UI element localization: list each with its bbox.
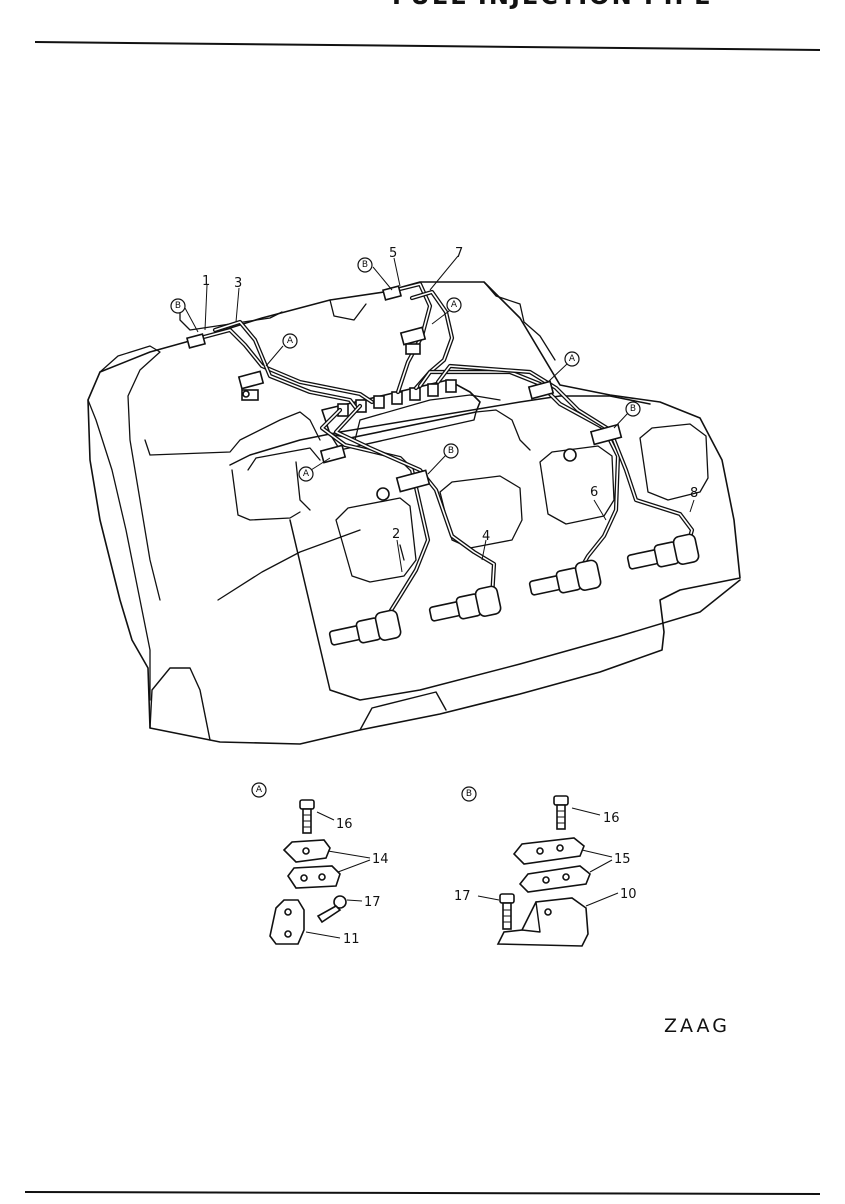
marker-b-2: B xyxy=(362,260,368,270)
callout-11: 11 xyxy=(343,932,360,947)
marker-a-4: A xyxy=(303,469,310,479)
callout-17-b: 17 xyxy=(454,889,471,904)
callout-1: 1 xyxy=(202,274,210,289)
header-rule xyxy=(34,41,821,51)
detail-b-label: B xyxy=(466,789,472,799)
detail-a-label: A xyxy=(256,785,263,795)
marker-b-3: B xyxy=(448,446,454,456)
clamp-markers: B B A A A A B B xyxy=(170,257,641,482)
bolt-17-b xyxy=(499,893,515,930)
figure-code: ZAAG xyxy=(664,1015,730,1037)
callout-16-b: 16 xyxy=(603,811,620,826)
callout-5: 5 xyxy=(389,246,397,261)
bolt-16-a xyxy=(299,799,315,834)
callout-10: 10 xyxy=(620,887,637,902)
fuel-injection-pipes xyxy=(197,281,695,615)
bolt-17-a xyxy=(316,895,347,924)
callout-15: 15 xyxy=(614,852,631,867)
pipe-clamps xyxy=(185,285,623,501)
detail-b: B 16 15 17 xyxy=(454,786,637,947)
callout-8: 8 xyxy=(690,486,698,501)
callout-6: 6 xyxy=(590,485,598,500)
callout-16-a: 16 xyxy=(336,817,353,832)
callout-4: 4 xyxy=(482,529,490,544)
marker-a-3: A xyxy=(569,354,576,364)
header-title-fragment: FUEL INJECTION PIPE xyxy=(392,0,713,10)
detail-a: A 16 14 11 17 xyxy=(251,782,389,947)
main-view-callouts: 1 3 5 7 2 4 6 8 xyxy=(202,246,698,544)
leader-lines xyxy=(184,255,695,573)
bolt-16-b xyxy=(553,795,569,830)
callout-7: 7 xyxy=(455,246,463,261)
marker-a-2: A xyxy=(451,300,458,310)
footer-rule xyxy=(24,1191,821,1195)
fuel-injectors xyxy=(328,533,700,646)
callout-14: 14 xyxy=(372,852,389,867)
callout-17-a: 17 xyxy=(364,895,381,910)
callout-3: 3 xyxy=(234,276,242,291)
marker-b-1: B xyxy=(175,301,181,311)
callout-2: 2 xyxy=(392,527,400,542)
marker-a-1: A xyxy=(287,336,294,346)
marker-b-4: B xyxy=(630,404,636,414)
